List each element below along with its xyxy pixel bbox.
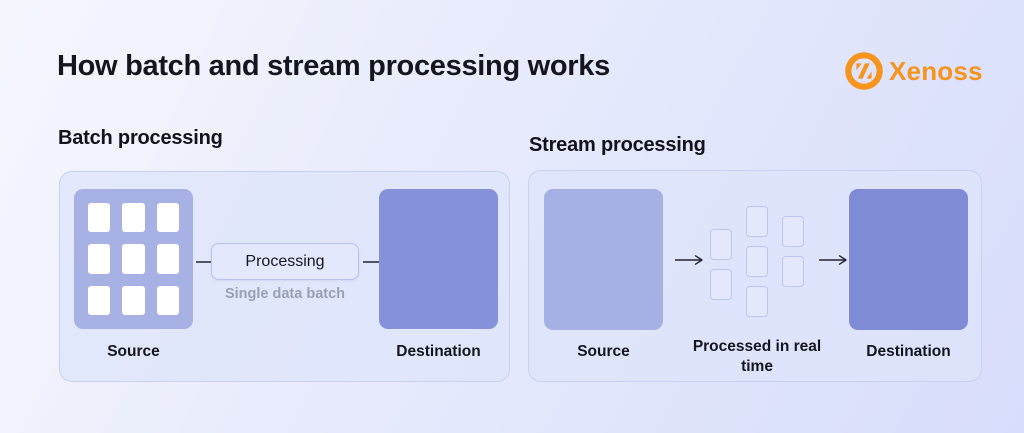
batch-source-node: [74, 189, 193, 329]
batch-data-cell: [156, 285, 179, 315]
batch-data-cell: [88, 203, 111, 233]
batch-data-cell: [156, 203, 179, 233]
stream-data-item: [710, 229, 732, 260]
stream-data-item: [782, 256, 804, 287]
xenoss-logo-icon: [845, 52, 883, 90]
stream-data-item: [710, 269, 732, 300]
xenoss-logo: Xenoss: [845, 52, 983, 90]
arrow-right-icon: [675, 255, 703, 265]
batch-destination-label: Destination: [396, 343, 481, 360]
xenoss-logo-text: Xenoss: [889, 55, 983, 86]
batch-data-cell: [88, 285, 111, 315]
batch-data-cell: [122, 203, 145, 233]
arrow-right-icon: [819, 255, 847, 265]
stream-destination-node: [849, 189, 968, 330]
stream-panel: Source Processed in real time Destinatio…: [528, 170, 982, 382]
batch-destination-node: [379, 189, 498, 329]
stream-queue-column: [710, 206, 732, 319]
stream-data-item: [782, 216, 804, 247]
stream-queue-cluster: [710, 206, 804, 319]
page-title: How batch and stream processing works: [57, 50, 610, 82]
stream-data-item: [746, 246, 768, 277]
stream-queue-column: [782, 206, 804, 319]
batch-heading: Batch processing: [58, 127, 223, 149]
stream-source-node: [544, 189, 663, 330]
stream-source-label: Source: [577, 343, 630, 360]
stream-queue-column: [746, 206, 768, 319]
stream-data-item: [746, 286, 768, 317]
stream-destination-label: Destination: [866, 343, 951, 360]
batch-data-cell: [88, 244, 111, 274]
stream-data-item: [746, 206, 768, 237]
batch-processing-box: Processing: [211, 243, 359, 280]
batch-data-cell: [122, 244, 145, 274]
batch-processing-caption: Single data batch: [224, 286, 346, 302]
batch-panel: Source Processing Single data batch Dest…: [59, 171, 510, 382]
batch-data-cell: [156, 244, 179, 274]
batch-data-cell: [122, 285, 145, 315]
batch-source-label: Source: [107, 343, 160, 360]
stream-processed-label: Processed in real time: [692, 338, 822, 376]
stream-heading: Stream processing: [529, 134, 706, 156]
